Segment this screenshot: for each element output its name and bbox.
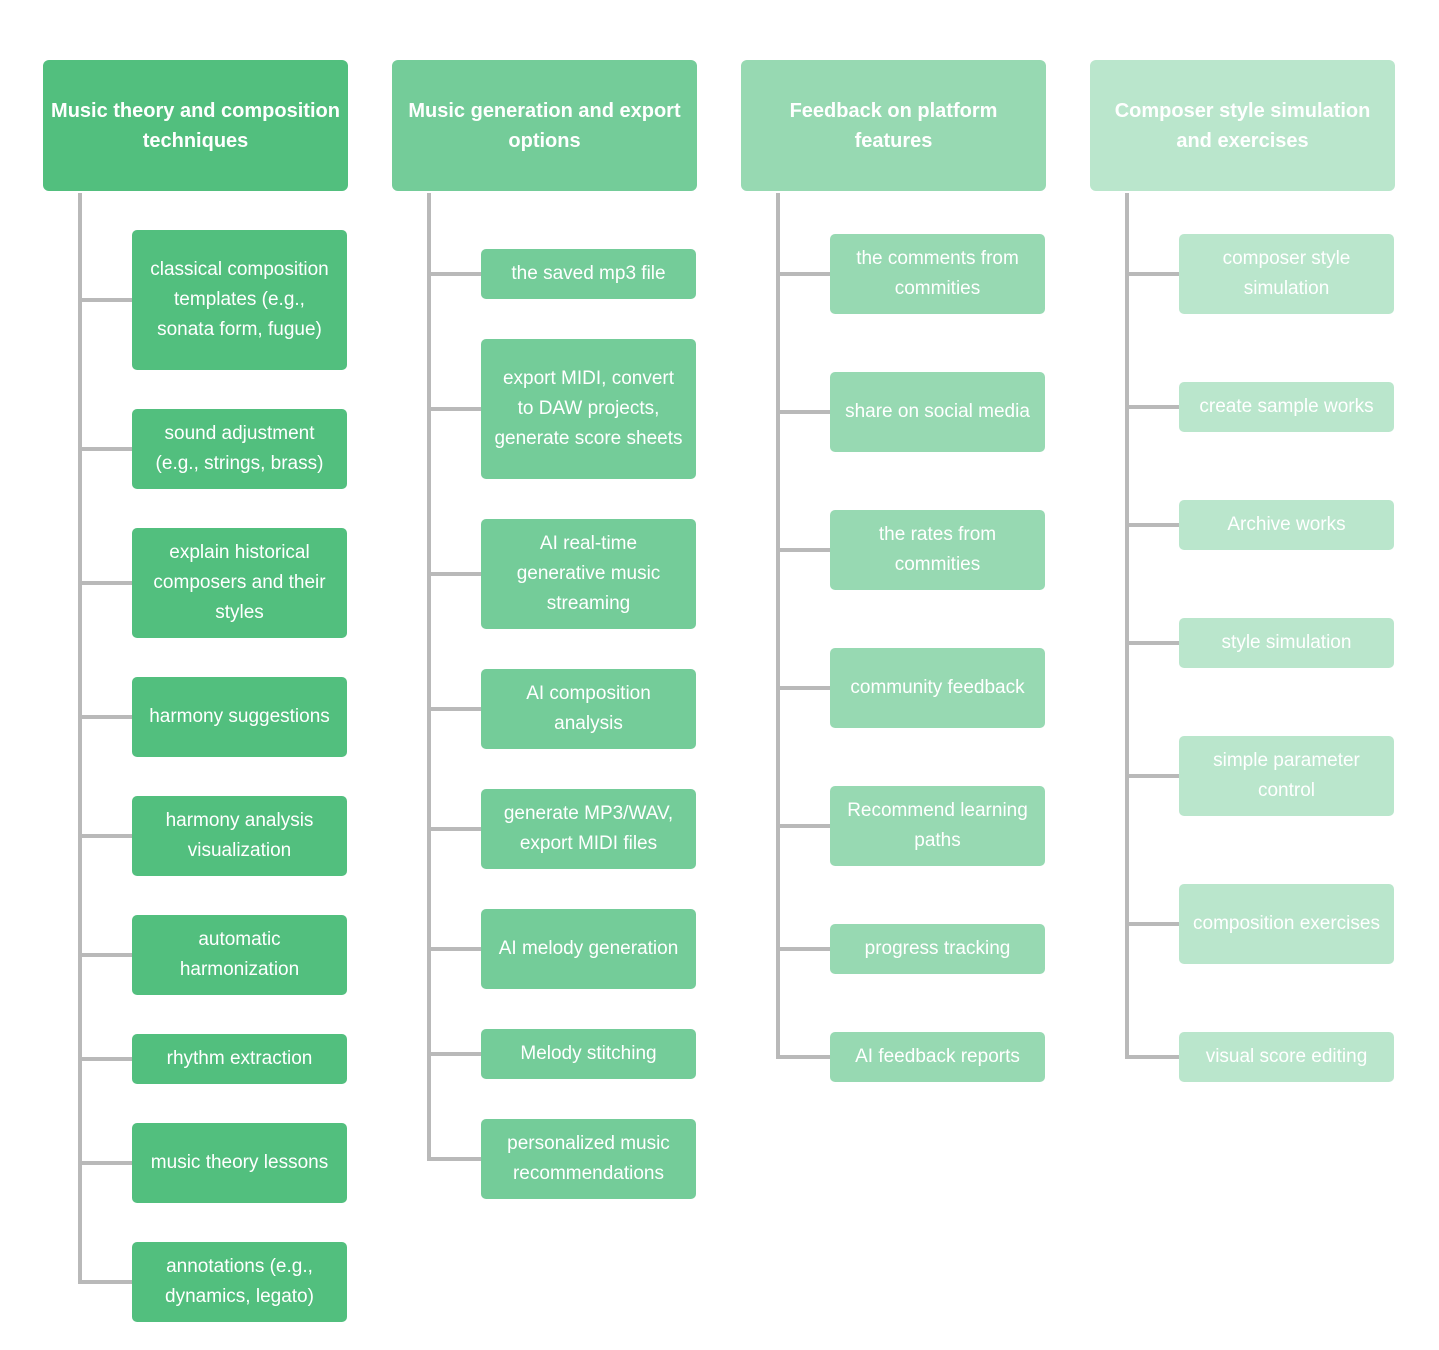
- feature-node: community feedback: [830, 648, 1045, 728]
- tree-branch-line: [78, 1161, 134, 1165]
- tree-branch-line: [427, 572, 483, 576]
- column-header: Composer style simulation and exercises: [1090, 60, 1395, 191]
- tree-branch-line: [776, 548, 832, 552]
- feature-node: AI composition analysis: [481, 669, 696, 749]
- tree-branch-line: [1125, 405, 1181, 409]
- tree-branch-line: [776, 1055, 832, 1059]
- tree-branch-line: [427, 1157, 483, 1161]
- feature-node: explain historical composers and their s…: [132, 528, 347, 638]
- tree-branch-line: [427, 407, 483, 411]
- feature-node: visual score editing: [1179, 1032, 1394, 1082]
- tree-branch-line: [78, 953, 134, 957]
- feature-node: classical composition templates (e.g., s…: [132, 230, 347, 370]
- feature-node: Archive works: [1179, 500, 1394, 550]
- feature-node: export MIDI, convert to DAW projects, ge…: [481, 339, 696, 479]
- feature-node: AI melody generation: [481, 909, 696, 989]
- feature-node: the rates from commities: [830, 510, 1045, 590]
- feature-node: composition exercises: [1179, 884, 1394, 964]
- tree-branch-line: [78, 1057, 134, 1061]
- feature-node: Melody stitching: [481, 1029, 696, 1079]
- tree-trunk-line: [78, 193, 82, 1284]
- feature-node: simple parameter control: [1179, 736, 1394, 816]
- tree-branch-line: [776, 686, 832, 690]
- feature-node: automatic harmonization: [132, 915, 347, 995]
- tree-branch-line: [1125, 774, 1181, 778]
- tree-branch-line: [1125, 523, 1181, 527]
- tree-branch-line: [1125, 922, 1181, 926]
- feature-node: composer style simulation: [1179, 234, 1394, 314]
- column-3: Feedback on platform features the comment…: [741, 0, 1101, 1350]
- feature-node: sound adjustment (e.g., strings, brass): [132, 409, 347, 489]
- tree-branch-line: [776, 272, 832, 276]
- feature-node: personalized music recommendations: [481, 1119, 696, 1199]
- column-header: Music generation and export options: [392, 60, 697, 191]
- feature-node: Recommend learning paths: [830, 786, 1045, 866]
- tree-branch-line: [427, 947, 483, 951]
- column-1: Music theory and composition techniques c…: [43, 0, 403, 1350]
- tree-branch-line: [776, 824, 832, 828]
- tree-branch-line: [427, 272, 483, 276]
- tree-branch-line: [78, 834, 134, 838]
- feature-node: AI feedback reports: [830, 1032, 1045, 1082]
- column-header: Music theory and composition techniques: [43, 60, 348, 191]
- feature-node: the comments from commities: [830, 234, 1045, 314]
- feature-node: music theory lessons: [132, 1123, 347, 1203]
- tree-branch-line: [427, 827, 483, 831]
- tree-branch-line: [776, 947, 832, 951]
- tree-branch-line: [1125, 641, 1181, 645]
- feature-node: generate MP3/WAV, export MIDI files: [481, 789, 696, 869]
- feature-node: create sample works: [1179, 382, 1394, 432]
- tree-branch-line: [776, 410, 832, 414]
- tree-trunk-line: [427, 193, 431, 1161]
- tree-branch-line: [427, 707, 483, 711]
- column-header: Feedback on platform features: [741, 60, 1046, 191]
- tree-branch-line: [78, 581, 134, 585]
- column-2: Music generation and export options the s…: [392, 0, 752, 1350]
- feature-node: harmony analysis visualization: [132, 796, 347, 876]
- tree-branch-line: [78, 447, 134, 451]
- tree-branch-line: [78, 1280, 134, 1284]
- tree-trunk-line: [776, 193, 780, 1059]
- tree-branch-line: [78, 298, 134, 302]
- tree-branch-line: [78, 715, 134, 719]
- feature-node: style simulation: [1179, 618, 1394, 668]
- feature-node: the saved mp3 file: [481, 249, 696, 299]
- feature-node: harmony suggestions: [132, 677, 347, 757]
- feature-node: annotations (e.g., dynamics, legato): [132, 1242, 347, 1322]
- feature-node: rhythm extraction: [132, 1034, 347, 1084]
- feature-node: progress tracking: [830, 924, 1045, 974]
- tree-branch-line: [1125, 272, 1181, 276]
- column-4: Composer style simulation and exercises c…: [1090, 0, 1439, 1350]
- feature-node: share on social media: [830, 372, 1045, 452]
- tree-branch-line: [427, 1052, 483, 1056]
- feature-node: AI real-time generative music streaming: [481, 519, 696, 629]
- tree-branch-line: [1125, 1055, 1181, 1059]
- tree-trunk-line: [1125, 193, 1129, 1059]
